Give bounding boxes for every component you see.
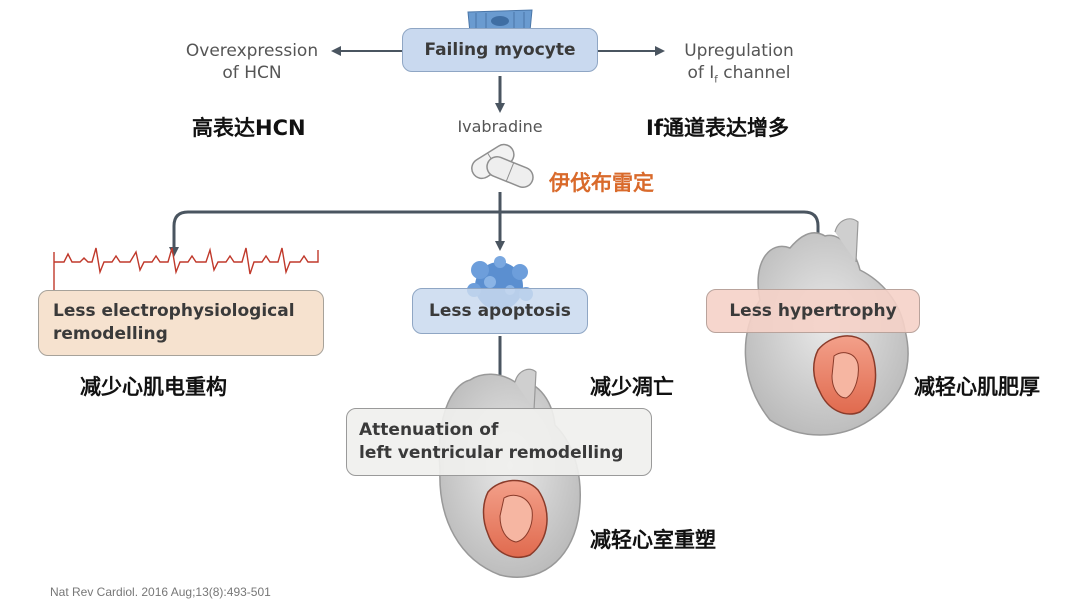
pill-capsules-icon bbox=[471, 143, 534, 188]
heart-hypertrophy-icon bbox=[744, 218, 909, 436]
cn-hypertrophy: 减轻心肌肥厚 bbox=[914, 375, 1040, 399]
cn-if-channel: If通道表达增多 bbox=[646, 116, 789, 140]
cn-apoptosis: 减少凋亡 bbox=[590, 375, 674, 399]
if-upregulation-text: Upregulation of If channel bbox=[684, 41, 794, 86]
cn-high-hcn: 高表达HCN bbox=[192, 116, 306, 140]
cn-electro-remodelling: 减少心肌电重构 bbox=[80, 375, 227, 399]
hypertrophy-box: Less hypertrophy bbox=[706, 289, 920, 333]
ventricular-remodelling-box: Attenuation of left ventricular remodell… bbox=[346, 408, 652, 476]
failing-myocyte-box: Failing myocyte bbox=[402, 28, 598, 72]
cn-ivabradine: 伊伐布雷定 bbox=[549, 171, 654, 195]
apoptosis-box: Less apoptosis bbox=[412, 288, 588, 334]
hcn-overexpression-text: Overexpression of HCN bbox=[185, 41, 319, 83]
citation: Nat Rev Cardiol. 2016 Aug;13(8):493-501 bbox=[50, 585, 271, 599]
ecg-trace-icon bbox=[53, 247, 319, 290]
cn-ventricular-remodelling: 减轻心室重塑 bbox=[590, 528, 716, 552]
electro-remodelling-box: Less electrophysiological remodelling bbox=[38, 290, 324, 356]
failing-myocyte-label: Failing myocyte bbox=[424, 40, 576, 60]
ivabradine-label: Ivabradine bbox=[457, 117, 543, 136]
